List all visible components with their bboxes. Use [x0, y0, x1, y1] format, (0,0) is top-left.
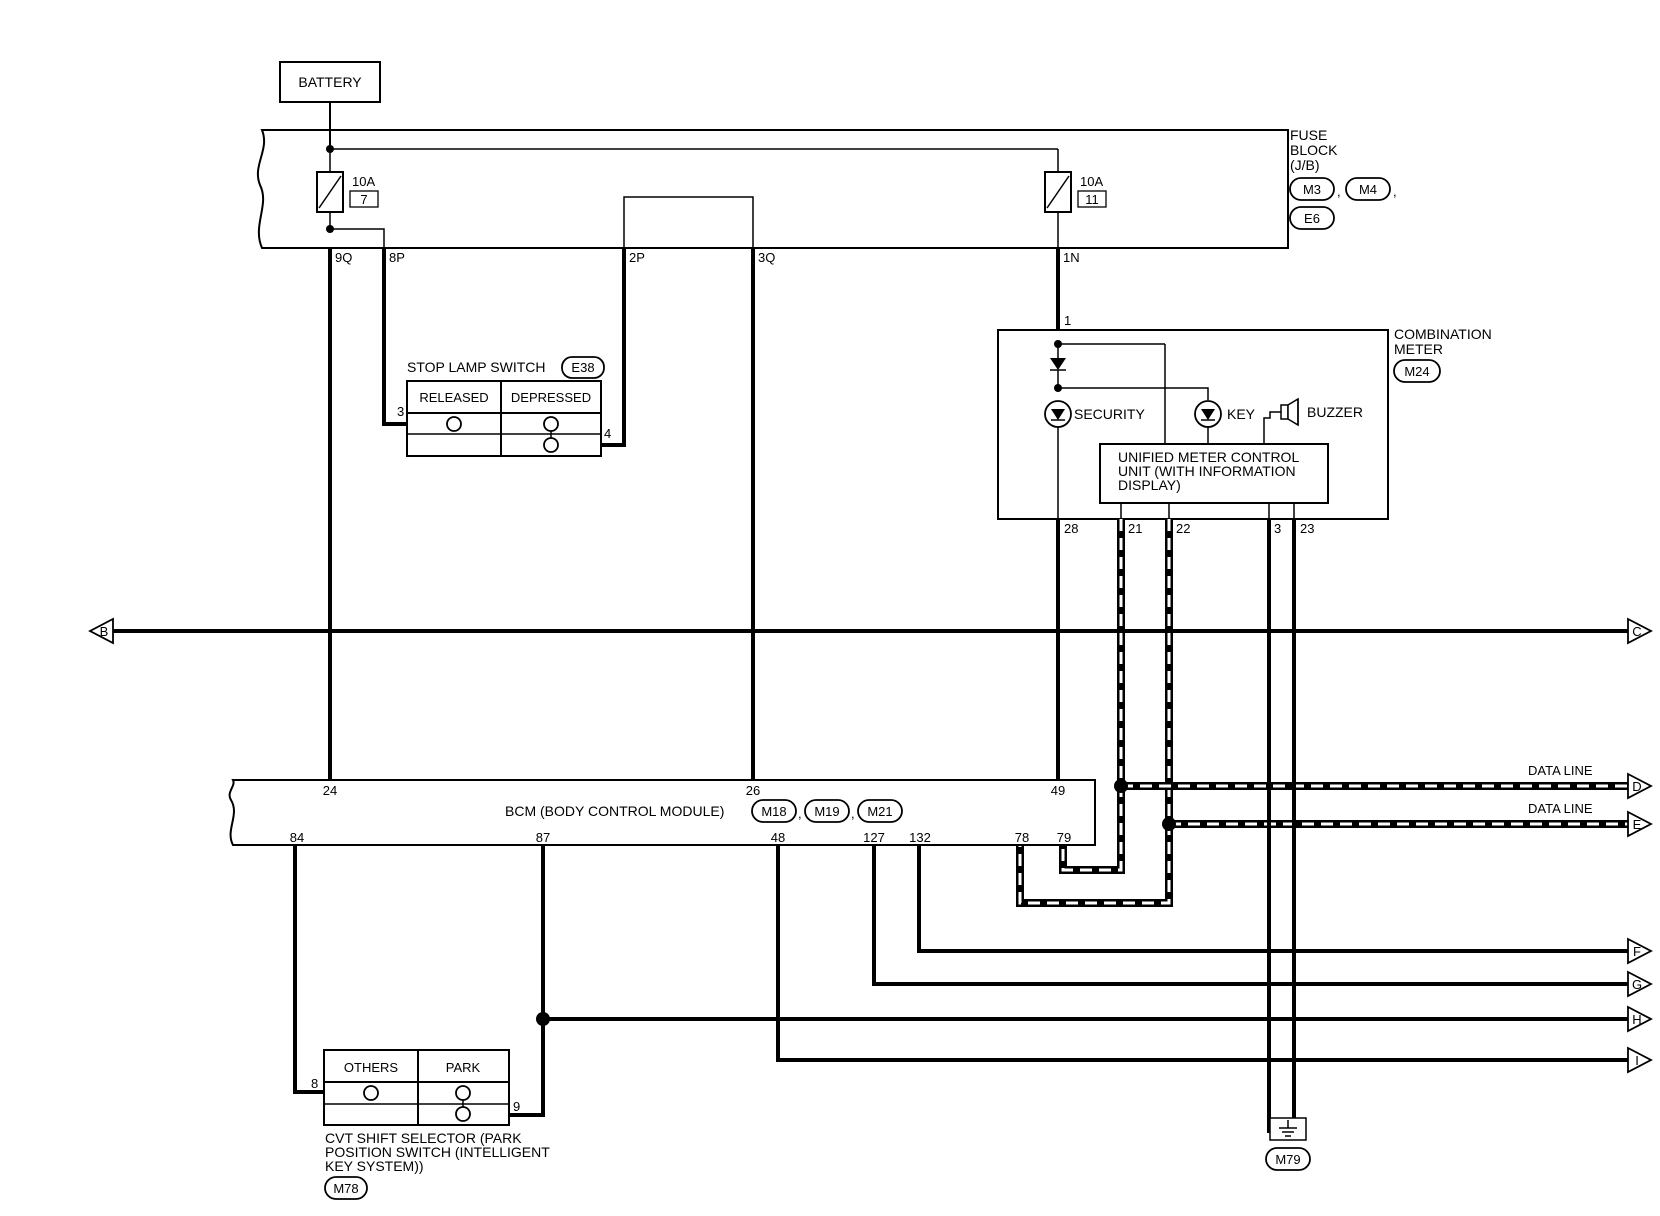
- data-line-label-e: DATA LINE: [1528, 801, 1593, 816]
- svg-text:,: ,: [798, 806, 802, 821]
- col-park: PARK: [446, 1060, 481, 1075]
- col-others: OTHERS: [344, 1060, 399, 1075]
- offpage-connector-f: F: [1627, 937, 1653, 965]
- connector-e6: E6: [1304, 211, 1320, 226]
- fuse-7-number-box: [349, 190, 379, 208]
- bcm: BCM (BODY CONTROL MODULE) M18 , M19 , M2…: [228, 779, 1096, 846]
- offpage-connector-b: B: [88, 617, 114, 645]
- connector-m3: M3: [1303, 182, 1321, 197]
- meter-pin-3: 3: [1274, 521, 1281, 536]
- stop-lamp-switch-title: STOP LAMP SWITCH: [407, 359, 545, 375]
- unit-label-2: UNIT (WITH INFORMATION: [1118, 463, 1296, 479]
- meter-pin-21: 21: [1128, 521, 1142, 536]
- cvt-shift-selector: OTHERS PARK 8 9 CVT SHIFT SELECTOR (PARK…: [311, 1049, 550, 1200]
- data-line-label-d: DATA LINE: [1528, 763, 1593, 778]
- comma-1: ,: [1337, 184, 1341, 199]
- cvt-label-3: KEY SYSTEM)): [325, 1158, 424, 1174]
- svg-text:,: ,: [851, 806, 855, 821]
- svg-text:F: F: [1633, 944, 1641, 959]
- pin-8p: 8P: [389, 250, 405, 265]
- connector-e38: E38: [571, 360, 594, 375]
- combination-meter-label-2: METER: [1394, 341, 1443, 357]
- connector-m78: M78: [333, 1181, 358, 1196]
- bcm-title: BCM (BODY CONTROL MODULE): [505, 803, 724, 819]
- bcm-pin-24: 24: [323, 783, 337, 798]
- stop-lamp-switch: STOP LAMP SWITCH E38 RELEASED DEPRESSED …: [397, 356, 611, 457]
- offpage-connector-i: I: [1627, 1046, 1653, 1074]
- bcm-pin-26: 26: [746, 783, 760, 798]
- fuse-block-label-2: BLOCK: [1290, 142, 1338, 158]
- bcm-pin-79: 79: [1057, 830, 1071, 845]
- col-released: RELEASED: [419, 390, 488, 405]
- connector-m79: M79: [1275, 1152, 1300, 1167]
- stop-switch-pin-4: 4: [604, 426, 611, 441]
- cvt-pin-8: 8: [311, 1076, 318, 1091]
- meter-pin-1: 1: [1064, 313, 1071, 328]
- connector-m18: M18: [761, 804, 786, 819]
- bcm-pin-48: 48: [771, 830, 785, 845]
- battery-label: BATTERY: [298, 74, 362, 90]
- fuse-11-number-box: [1077, 190, 1107, 208]
- bcm-pin-78: 78: [1015, 830, 1029, 845]
- pin-1n: 1N: [1063, 250, 1080, 265]
- stop-switch-pin-3: 3: [397, 404, 404, 419]
- offpage-connector-h: H: [1627, 1005, 1653, 1033]
- connector-m3-oval: [1289, 177, 1335, 201]
- svg-text:C: C: [1632, 624, 1641, 639]
- svg-text:D: D: [1632, 779, 1641, 794]
- connector-e6-oval: [1289, 206, 1335, 230]
- meter-pin-28: 28: [1064, 521, 1078, 536]
- cvt-label-1: CVT SHIFT SELECTOR (PARK: [325, 1130, 522, 1146]
- bcm-pin-84: 84: [290, 830, 304, 845]
- ground-m79: M79: [1265, 1117, 1311, 1171]
- meter-pin-22: 22: [1176, 521, 1190, 536]
- bcm-pin-87: 87: [536, 830, 550, 845]
- svg-text:H: H: [1632, 1012, 1641, 1027]
- cvt-label-2: POSITION SWITCH (INTELLIGENT: [325, 1144, 550, 1160]
- fuse-7-number: 7: [360, 192, 367, 207]
- pin-9q: 9Q: [335, 250, 352, 265]
- connector-m24: M24: [1404, 364, 1429, 379]
- offpage-connector-d: D: [1627, 772, 1653, 800]
- connector-m4: M4: [1359, 182, 1377, 197]
- security-label: SECURITY: [1074, 406, 1145, 422]
- battery-box: [279, 61, 381, 103]
- bcm-pin-127: 127: [863, 830, 885, 845]
- fuse-11-number: 11: [1085, 192, 1099, 207]
- combination-meter-label-1: COMBINATION: [1394, 326, 1492, 342]
- cvt-pin-9: 9: [513, 1099, 520, 1114]
- bcm-pin-49: 49: [1051, 783, 1065, 798]
- fuse-7-rating: 10A: [352, 174, 375, 189]
- fuse-block-label-3: (J/B): [1290, 157, 1320, 173]
- connector-m19: M19: [814, 804, 839, 819]
- combination-meter: COMBINATION METER M24 1 SECURITY KEY BUZ…: [997, 313, 1492, 536]
- pin-3q: 3Q: [758, 250, 775, 265]
- buzzer-label: BUZZER: [1307, 404, 1363, 420]
- pin-2p: 2P: [629, 250, 645, 265]
- col-depressed: DEPRESSED: [511, 390, 591, 405]
- svg-text:I: I: [1635, 1053, 1639, 1068]
- comma-2: ,: [1393, 184, 1397, 199]
- key-label: KEY: [1227, 406, 1256, 422]
- wires: [103, 248, 1628, 1133]
- svg-text:B: B: [100, 624, 109, 639]
- offpage-connector-e: E: [1627, 810, 1653, 838]
- bcm-pin-132: 132: [909, 830, 931, 845]
- connector-m4-oval: [1345, 177, 1391, 201]
- offpage-connector-g: G: [1627, 970, 1653, 998]
- unit-label-1: UNIFIED METER CONTROL: [1118, 449, 1299, 465]
- svg-text:G: G: [1632, 977, 1642, 992]
- svg-text:E: E: [1633, 817, 1642, 832]
- meter-pin-23: 23: [1300, 521, 1314, 536]
- offpage-connector-c: C: [1627, 617, 1653, 645]
- connector-m21: M21: [867, 804, 892, 819]
- unit-label-3: DISPLAY): [1118, 477, 1181, 493]
- fuse-block: 10A 7 10A 11 FUSE BLOCK (J/B) M3 , M4 , …: [256, 127, 1397, 265]
- fuse-11-rating: 10A: [1080, 174, 1103, 189]
- fuse-block-label-1: FUSE: [1290, 127, 1327, 143]
